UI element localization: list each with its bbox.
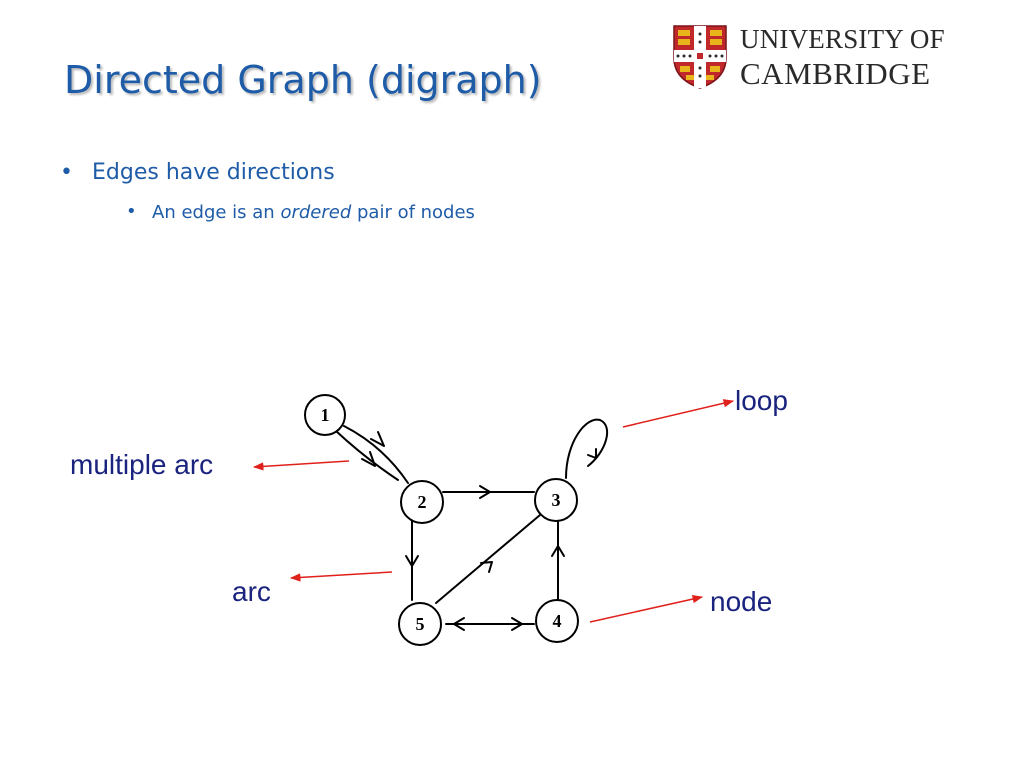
node-5: 5 [398,602,442,646]
edge-1-2-b [335,430,399,481]
annotation-label-loop: loop [735,385,788,416]
slide-title: Directed Graph (digraph) [64,58,542,102]
coat-of-arms-icon [673,25,727,89]
edge-3-loop [565,418,609,479]
sub-bullet-text-start: An edge is an [152,202,281,223]
arrow-head-1-2-b [361,451,376,467]
node-1: 1 [304,394,346,436]
annotation-arrow-multiple-arc [252,460,350,471]
arrow-head-5-3 [480,561,493,573]
annotation-label-node: node [710,586,772,617]
arrow-head-4-5 [453,617,465,631]
sub-bullet-icon: • [126,201,137,222]
node-label-1: 1 [321,405,330,425]
edge-5-3 [435,514,541,604]
annotation-label-multiple-arc: multiple arc [70,449,213,480]
sub-bullet-text: An edge is an ordered pair of nodes [152,202,475,223]
logo-line-2: CAMBRIDGE [740,56,931,91]
bullet-icon: • [60,160,73,185]
node-label-5: 5 [416,614,425,634]
sub-bullet-emphasis: ordered [280,202,352,223]
node-label-4: 4 [553,611,562,631]
node-2: 2 [400,480,444,524]
arrow-head-2-5 [405,555,419,567]
node-label-2: 2 [418,492,427,512]
logo-line-1: UNIVERSITY OF [740,24,945,54]
arrow-head-4-3 [551,545,565,557]
arrow-head-5-4 [511,617,523,631]
arrow-head-3-loop [587,448,597,459]
graph-nodes: 1 2 3 4 5 [304,394,579,646]
node-label-3: 3 [552,490,561,510]
node-3: 3 [534,478,578,522]
bullet-text: Edges have directions [92,160,335,185]
annotation-arrow-arc [289,571,393,582]
arrow-head-2-3 [479,485,491,499]
edge-1-2-a [343,425,409,484]
node-4: 4 [535,599,579,643]
sub-bullet-text-end: pair of nodes [351,202,475,223]
annotation-arrow-loop [622,399,735,428]
arrow-head-1-2-a [370,431,385,447]
annotation-label-arc: arc [232,576,271,607]
university-logo: UNIVERSITY OF CAMBRIDGE [670,22,990,92]
annotation-arrow-node [589,594,704,623]
